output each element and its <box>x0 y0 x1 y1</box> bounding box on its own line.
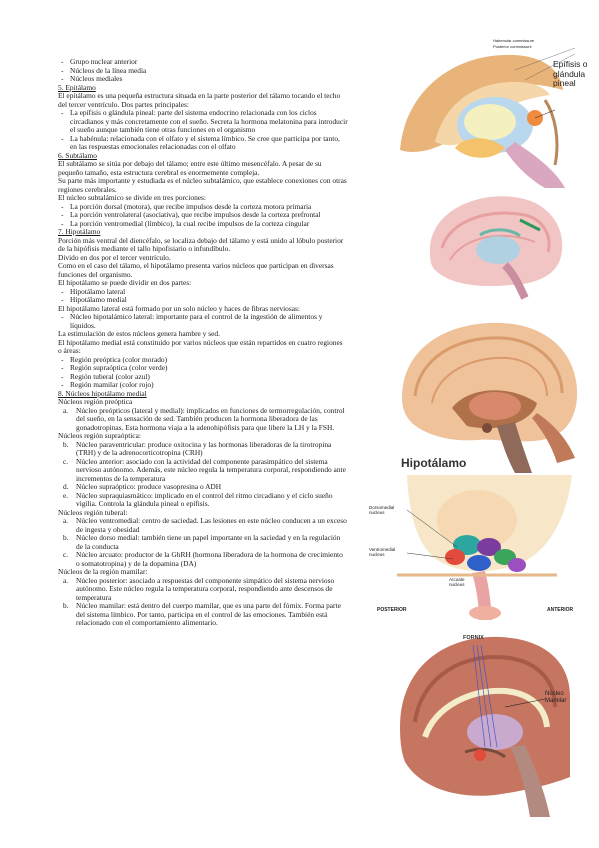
list-item: Grupo nuclear anterior <box>61 57 348 67</box>
hypothalamus-label: Hipotálamo <box>401 456 467 470</box>
list-item: b.Núcleo paraventricular: produce oxitoc… <box>63 439 332 457</box>
paragraph: El hipotálamo lateral está formado por u… <box>58 303 300 313</box>
paragraph: Porción más ventral del diencéfalo, se l… <box>58 235 344 253</box>
pineal-small-label-2: Posterior commissure <box>493 44 532 49</box>
list-item: Región preóptica (color morado) <box>61 355 348 365</box>
pineal-small-label-1: Habenular commissure <box>493 38 535 43</box>
list-item: Región supraóptica (color verde) <box>61 363 348 373</box>
section-heading: 6. Subtálamo <box>58 150 98 160</box>
subthalamus-list: La porción dorsal (motora), que recibe i… <box>58 202 348 229</box>
section-heading: 8. Núcleos hipotálamo medial <box>58 388 147 398</box>
subheading: Núcleos región supraóptica: <box>58 431 141 440</box>
hypothalamus-parts-list: Hipotálamo lateral Hipotálamo medial <box>58 287 348 305</box>
paragraph: El epitálamo es una pequeña estructura s… <box>58 91 341 109</box>
mamilar-figure: FORNIX Núcleo Mamilar <box>395 627 585 817</box>
list-item: a.Núcleo ventromedial: centro de sacieda… <box>63 516 347 534</box>
text-column: Grupo nuclear anterior Núcleos de la lín… <box>58 57 348 628</box>
list-item: Hipotálamo medial <box>61 295 348 305</box>
tuberal-list: a.Núcleo ventromedial: centro de sacieda… <box>58 516 348 568</box>
list-item: La epífisis o glándula pineal: parte del… <box>61 108 348 135</box>
paragraph: Como en el caso del tálamo, el hipotálam… <box>58 261 334 279</box>
list-item: La porción ventromedial (límbico), la cu… <box>61 219 348 229</box>
list-item: b.Núcleo dorso medial: también tiene un … <box>63 533 341 551</box>
subheading: Núcleos de la región mamilar: <box>58 567 148 576</box>
list-item: Núcleos mediales <box>61 74 348 84</box>
preoptic-list: a.Núcleo preópticos (lateral y medial): … <box>58 405 348 433</box>
list-item: La porción ventrolateral (asociativa), q… <box>61 210 348 220</box>
mamilar-list: a.Núcleo posterior: asociado a respuesta… <box>58 575 348 628</box>
lateral-list: Núcleo hipotalámico lateral: importante … <box>58 312 348 330</box>
label-posterior: POSTERIOR <box>377 607 407 613</box>
list-item: La porción dorsal (motora), que recibe i… <box>61 202 348 212</box>
list-item: Núcleo hipotalámico lateral: importante … <box>61 312 348 330</box>
paragraph: El núcleo subtalámico se divide en tres … <box>58 193 206 202</box>
pineal-figure: Habenular commissure Posterior commissur… <box>395 30 590 190</box>
section-heading: 7. Hipotálamo <box>58 227 101 236</box>
list-item: c.Núcleo anterior: asociado con la activ… <box>63 456 346 483</box>
paragraph: Su parte más importante y estudiada es e… <box>58 176 347 194</box>
label-ventromedial: Ventromedial nucleus <box>369 547 396 557</box>
list-item: d.Núcleo supraóptico: produce vasopresin… <box>63 482 222 491</box>
list-item: c.Núcleo arcuato: productor de la GhRH (… <box>63 550 343 568</box>
list-item: La habénula: relacionada con el olfato y… <box>61 134 348 152</box>
list-item: a.Núcleo preópticos (lateral y medial): … <box>63 405 345 432</box>
subthalamus-figure <box>420 190 570 300</box>
subheading: Núcleos región tuberal: <box>58 507 128 517</box>
mamilar-label: Núcleo Mamilar <box>545 691 567 704</box>
list-item: b.Núcleo mamilar: está dentro del cuerpo… <box>63 601 341 627</box>
list-item: a.Núcleo posterior: asociado a respuesta… <box>63 575 335 602</box>
list-item: Región mamilar (color rojo) <box>61 380 348 390</box>
intro-list: Grupo nuclear anterior Núcleos de la lín… <box>58 57 348 84</box>
paragraph: La estimulación de estos núcleos genera … <box>58 329 220 338</box>
list-item: Hipotálamo lateral <box>61 287 348 297</box>
pineal-label: Epífisis o glándula pineal <box>553 59 588 88</box>
hypothalamus-figure: Hipotálamo <box>397 318 582 473</box>
list-item: Región tuberal (color azul) <box>61 372 348 382</box>
label-dorsomedial: Dorsomedial nucleus <box>369 505 395 515</box>
list-item: e.Núcleo supraquiasmático: implicado en … <box>63 490 333 508</box>
subheading: Núcleos región preóptica <box>58 397 133 406</box>
paragraph: Divido en dos por el tercer ventrículo. <box>58 252 171 262</box>
fornix-label: FORNIX <box>463 635 484 641</box>
paragraph: El hipotálamo se puede dividir en dos pa… <box>58 278 192 287</box>
paragraph: El subtálamo se sitúa por debajo del tál… <box>58 159 322 177</box>
paragraph: El hipotálamo medial está constituido po… <box>58 337 343 355</box>
section-heading: 5. Epitálamo <box>58 82 96 92</box>
list-item: Núcleos de la línea media <box>61 66 348 76</box>
nuclei-figure: Dorsomedial nucleus Ventromedial nucleus… <box>367 475 587 620</box>
label-arcuate: Arcuate nucleus <box>449 577 465 587</box>
label-anterior: ANTERIOR <box>547 607 574 613</box>
epithalamus-list: La epífisis o glándula pineal: parte del… <box>58 108 348 152</box>
regions-list: Región preóptica (color morado) Región s… <box>58 355 348 390</box>
supraoptic-list: b.Núcleo paraventricular: produce oxitoc… <box>58 439 348 509</box>
